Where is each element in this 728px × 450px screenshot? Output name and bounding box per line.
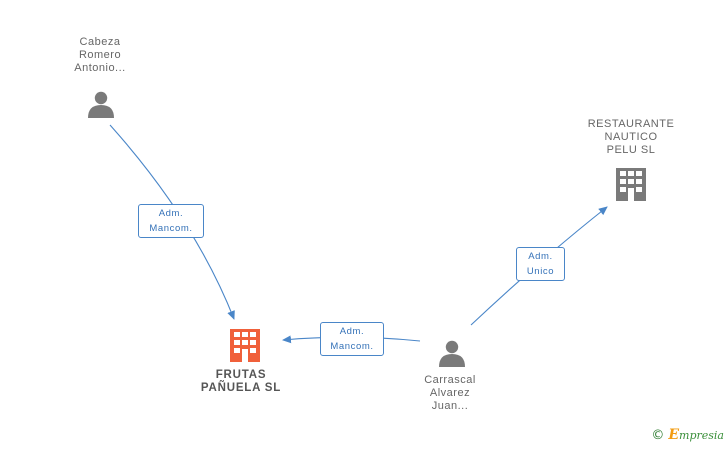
building-icon-main[interactable]	[230, 329, 260, 362]
brand-watermark: ©Empresia	[651, 427, 724, 443]
copyright-icon: ©	[651, 428, 665, 443]
building-icon[interactable]	[616, 168, 646, 201]
person-icon[interactable]	[439, 340, 465, 367]
node-label-line: Juan...	[431, 400, 469, 412]
node-label-line: Carrascal	[424, 374, 476, 386]
edge-label-line: Adm.	[528, 251, 553, 262]
edge-label-line: Unico	[526, 266, 555, 277]
edge-label-line: Adm.	[158, 208, 184, 219]
edge-label-line: Mancom.	[149, 223, 193, 234]
node-label-line: PAÑUELA SL	[200, 382, 282, 394]
brand-name: mpresia	[679, 429, 724, 442]
edge-label-line: Adm.	[339, 326, 365, 337]
brand-initial: E	[668, 427, 680, 443]
node-label-line: Alvarez	[429, 387, 471, 399]
node-label-frutas[interactable]: FRUTAS PAÑUELA SL	[186, 369, 296, 395]
edge-label-carrascal-frutas[interactable]: Adm. Mancom.	[320, 322, 384, 356]
node-label-line: FRUTAS	[215, 369, 267, 381]
node-label-carrascal[interactable]: Carrascal Alvarez Juan...	[405, 374, 495, 413]
edge-label-line: Mancom.	[330, 341, 374, 352]
node-label-line: PELU SL	[606, 144, 656, 156]
node-label-line: Cabeza	[79, 36, 121, 48]
edge-label-carrascal-restaurante[interactable]: Adm. Unico	[516, 247, 565, 281]
edge-label-cabeza-frutas[interactable]: Adm. Mancom.	[138, 204, 204, 238]
node-label-line: Antonio...	[74, 62, 126, 74]
node-label-line: Romero	[78, 49, 122, 61]
node-label-line: RESTAURANTE	[587, 118, 675, 130]
node-label-cabeza[interactable]: Cabeza Romero Antonio...	[55, 36, 145, 75]
person-icon[interactable]	[88, 91, 114, 118]
node-label-restaurante[interactable]: RESTAURANTE NAUTICO PELU SL	[576, 118, 686, 157]
node-label-line: NAUTICO	[604, 131, 658, 143]
